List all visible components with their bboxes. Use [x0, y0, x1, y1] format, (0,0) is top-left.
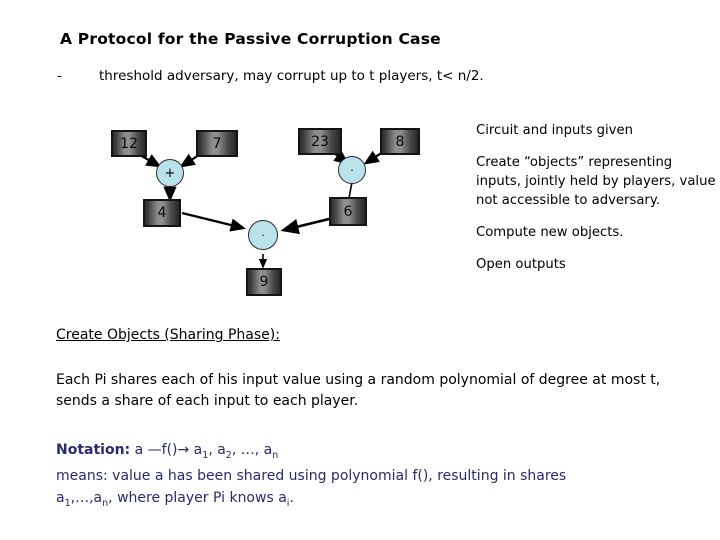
notation-sub-1: 1	[202, 449, 209, 461]
notation-line3-d: .	[289, 489, 294, 506]
bullet-text: threshold adversary, may corrupt up to t…	[99, 68, 484, 84]
circuit-node-value: 9	[259, 274, 269, 290]
notation-line-2: means: value a has been shared using pol…	[56, 468, 567, 485]
circuit-node-value-4[interactable]: 4	[143, 199, 181, 227]
notation-line3-sub-3: i	[286, 497, 290, 509]
notation-line-1: Notation: a —f()→ a1, a2, …, an	[56, 440, 676, 466]
notation-block: Notation: a —f()→ a1, a2, …, an means: v…	[56, 440, 676, 514]
circuit-node-input-23[interactable]: 23	[298, 128, 342, 155]
section-heading-create-objects: Create Objects (Sharing Phase):	[56, 327, 280, 343]
circuit-node-input-8[interactable]: 8	[380, 128, 420, 155]
circuit-gate-addition[interactable]: +	[156, 159, 184, 187]
circuit-node-value: 7	[212, 135, 222, 152]
notation-line1-rest: a —f()→ a	[130, 442, 203, 458]
note-open-outputs: Open outputs	[476, 257, 566, 272]
notation-line3-sub-2: n	[102, 497, 109, 509]
circuit-node-value: 8	[395, 133, 405, 150]
circuit-node-value: 12	[120, 135, 138, 152]
notation-line3-sub-1: 1	[64, 497, 71, 509]
right-notes-column: Circuit and inputs given Create “objects…	[476, 121, 716, 274]
body-paragraph-sharing: Each Pi shares each of his input value u…	[56, 372, 661, 409]
circuit-node-value: 6	[343, 203, 353, 220]
edge-7-to-add	[179, 150, 206, 168]
circuit-node-input-12[interactable]: 12	[111, 130, 147, 157]
circuit-node-input-7[interactable]: 7	[196, 130, 238, 157]
notation-sep-1: , a	[208, 442, 226, 458]
note-circuit-inputs: Circuit and inputs given	[476, 123, 633, 138]
gate-symbol: +	[164, 165, 176, 181]
notation-lead-label: Notation:	[56, 442, 131, 458]
edge-23-to-mul1	[329, 149, 350, 165]
circuit-node-value: 4	[157, 205, 167, 221]
bullet-line: - threshold adversary, may corrupt up to …	[57, 68, 484, 84]
circuit-node-output-9[interactable]: 9	[246, 268, 282, 296]
edge-8-to-mul1	[363, 149, 387, 165]
circuit-node-value-6[interactable]: 6	[329, 197, 367, 226]
gate-symbol: ·	[261, 228, 265, 242]
gate-symbol: ·	[350, 163, 354, 177]
circuit-gate-multiply-2[interactable]: ·	[248, 220, 278, 250]
notation-line3-c: , where player Pi knows a	[108, 489, 287, 506]
notation-line-3: a1,…,an, where player Pi knows ai.	[56, 488, 676, 514]
page-title: A Protocol for the Passive Corruption Ca…	[60, 30, 441, 48]
circuit-gate-multiply-1[interactable]: ·	[338, 156, 366, 184]
notation-sep-2: , …, a	[231, 442, 273, 458]
note-compute-objects: Compute new objects.	[476, 225, 624, 240]
notation-sub-3: n	[272, 449, 279, 461]
edge-6-to-mul2	[280, 217, 330, 235]
edge-12-to-add	[132, 150, 162, 168]
edge-mul1-to-6	[348, 181, 353, 199]
notation-line3-a: a	[56, 489, 65, 506]
notation-line3-b: ,…,a	[70, 489, 103, 506]
circuit-node-value: 23	[311, 133, 329, 150]
edge-4-to-mul2	[181, 211, 246, 232]
bullet-marker: -	[57, 68, 62, 84]
notation-sub-2: 2	[225, 449, 232, 461]
note-create-objects: Create “objects” representing inputs, jo…	[476, 155, 716, 208]
